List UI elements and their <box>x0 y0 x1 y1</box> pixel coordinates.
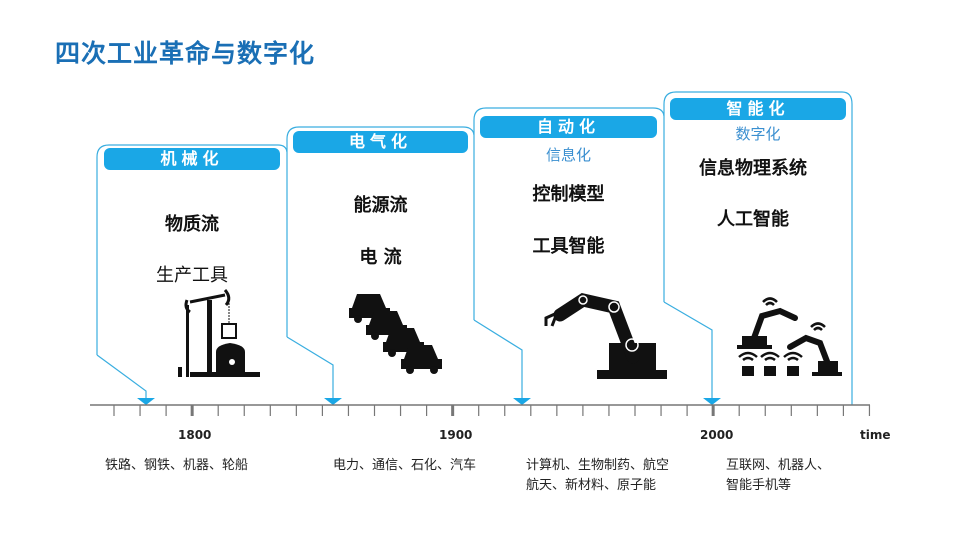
stage-1-pointer <box>96 354 147 398</box>
stage-4-line-2: 人工智能 <box>717 209 789 230</box>
stage-2-header: 电气化 <box>293 131 468 153</box>
stage-3-line-1: 控制模型 <box>532 184 605 205</box>
stage-2-frame <box>286 126 475 337</box>
robot-arm-icon <box>544 293 667 379</box>
stage-3-pointer <box>473 319 523 398</box>
axis-unit-label: time <box>860 428 891 442</box>
stage-4-subtitle: 数字化 <box>735 125 781 143</box>
stage-2-examples: 电力、通信、石化、汽车 <box>333 456 476 476</box>
example-line: 铁路、钢铁、机器、轮船 <box>105 458 249 473</box>
cars-icon <box>349 294 442 374</box>
smart-robots-icon <box>737 297 842 376</box>
stage-4-examples: 互联网、机器人、智能手机等 <box>726 456 830 496</box>
arrow-marker-3 <box>513 398 531 405</box>
example-line: 互联网、机器人、 <box>726 458 831 473</box>
stage-1-header: 机械化 <box>104 148 280 170</box>
axis-label-1800: 1800 <box>178 428 212 442</box>
stage-1-frame <box>96 144 288 355</box>
stage-3-examples: 计算机、生物制药、航空航天、新材料、原子能 <box>526 456 669 496</box>
stage-4-frame <box>663 91 853 405</box>
example-line: 航天、新材料、原子能 <box>526 478 657 493</box>
page-title: 四次工业革命与数字化 <box>55 39 316 68</box>
oil-pump-icon <box>178 289 260 377</box>
stage-2-line-2: 电 流 <box>359 247 402 268</box>
axis-label-2000: 2000 <box>700 428 734 442</box>
example-line: 智能手机等 <box>726 478 792 493</box>
arrow-marker-4 <box>703 398 721 405</box>
stage-4-pointer <box>663 301 713 398</box>
stage-3-subtitle: 信息化 <box>545 146 591 164</box>
stage-3-line-2: 工具智能 <box>532 236 605 257</box>
stage-1-line-1: 物质流 <box>165 214 219 235</box>
stage-2-pointer <box>286 336 334 398</box>
axis-label-1900: 1900 <box>439 428 473 442</box>
arrow-marker-1 <box>137 398 155 405</box>
stage-4-line-1: 信息物理系统 <box>699 158 807 179</box>
stage-3-header: 自动化 <box>480 116 657 138</box>
arrow-marker-2 <box>324 398 342 405</box>
example-line: 计算机、生物制药、航空 <box>526 458 670 473</box>
stage-4-header: 智能化 <box>670 98 846 120</box>
stage-1-line-2: 生产工具 <box>156 265 228 286</box>
example-line: 电力、通信、石化、汽车 <box>333 458 477 473</box>
stage-2-line-1: 能源流 <box>353 195 408 216</box>
stage-3-frame <box>473 107 665 320</box>
stage-1-examples: 铁路、钢铁、机器、轮船 <box>105 456 248 476</box>
